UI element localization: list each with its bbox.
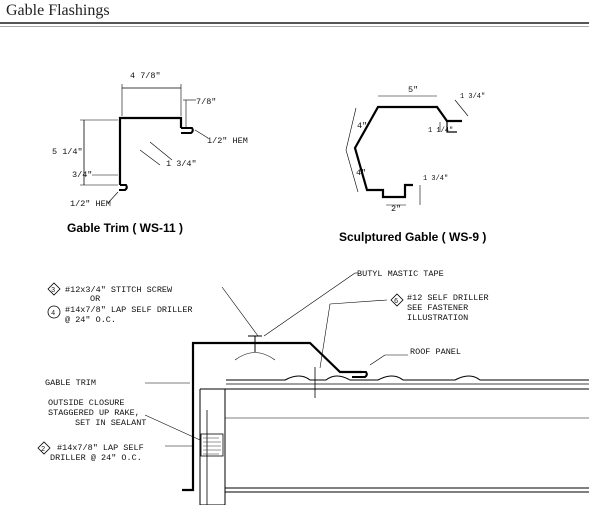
gable-dim-bottom-right: 1 3/4": [423, 175, 448, 183]
gable-dim-bottom: 2": [391, 204, 401, 214]
callout-or: OR: [90, 294, 100, 304]
callout-4-number: 4: [51, 310, 55, 318]
page-title: Gable Flashings: [6, 2, 110, 19]
trim-dim-height: 5 1/4": [52, 147, 83, 157]
callout-6-line2: SEE FASTENER: [407, 303, 468, 313]
callout-2-line2: DRILLER @ 24" O.C.: [50, 453, 142, 463]
closure-line1: OUTSIDE CLOSURE: [48, 398, 125, 408]
callout-2-line1: #14x7/8" LAP SELF: [57, 443, 144, 453]
header-rule-thin: [0, 26, 589, 27]
trim-dim-bottom-hem: 1/2" HEM: [70, 199, 111, 209]
gable-dim-top-right: 1 3/4": [460, 93, 485, 101]
closure-hatch: [203, 437, 221, 455]
callout-6-line3: ILLUSTRATION: [407, 313, 468, 323]
header-rule: [0, 22, 589, 24]
callout-3-number: 3: [51, 287, 55, 295]
trim-dim-diag: 1 3/4": [166, 159, 197, 169]
butyl-mastic-label: BUTYL MASTIC TAPE: [357, 269, 444, 279]
sculptured-gable-profile: [345, 95, 469, 206]
gable-dim-top: 5": [408, 85, 418, 95]
gable-dim-right-lip: 1 1/4": [428, 127, 453, 135]
callout-4-text: #14x7/8" LAP SELF DRILLER: [65, 305, 193, 315]
trim-dim-top: 4 7/8": [130, 71, 161, 81]
callout-4-spacing: @ 24" O.C.: [65, 315, 116, 325]
gable-trim-caption: Gable Trim ( WS-11 ): [67, 221, 184, 235]
section-drawing: [37, 272, 589, 505]
callout-6-line1: #12 SELF DRILLER: [407, 293, 489, 303]
callout-2-number: 2: [41, 446, 45, 454]
trim-dim-hem: 1/2" HEM: [207, 136, 248, 146]
callout-3-text: #12x3/4" STITCH SCREW: [65, 285, 173, 295]
trim-dim-lip: 7/8": [196, 97, 216, 107]
gable-trim-label: GABLE TRIM: [45, 378, 96, 388]
callout-6-number: 6: [394, 298, 398, 306]
gable-dim-left-lower: 4": [356, 168, 366, 178]
trim-dim-bottom: 3/4": [72, 170, 92, 180]
closure-line2: STAGGERED UP RAKE,: [48, 408, 140, 418]
sculptured-gable-caption: Sculptured Gable ( WS-9 ): [339, 230, 487, 244]
roof-panel-label: ROOF PANEL: [410, 347, 461, 357]
gable-dim-left-upper: 4": [357, 121, 367, 131]
gable-trim-profile: [80, 84, 209, 204]
closure-line3: SET IN SEALANT: [75, 418, 146, 428]
